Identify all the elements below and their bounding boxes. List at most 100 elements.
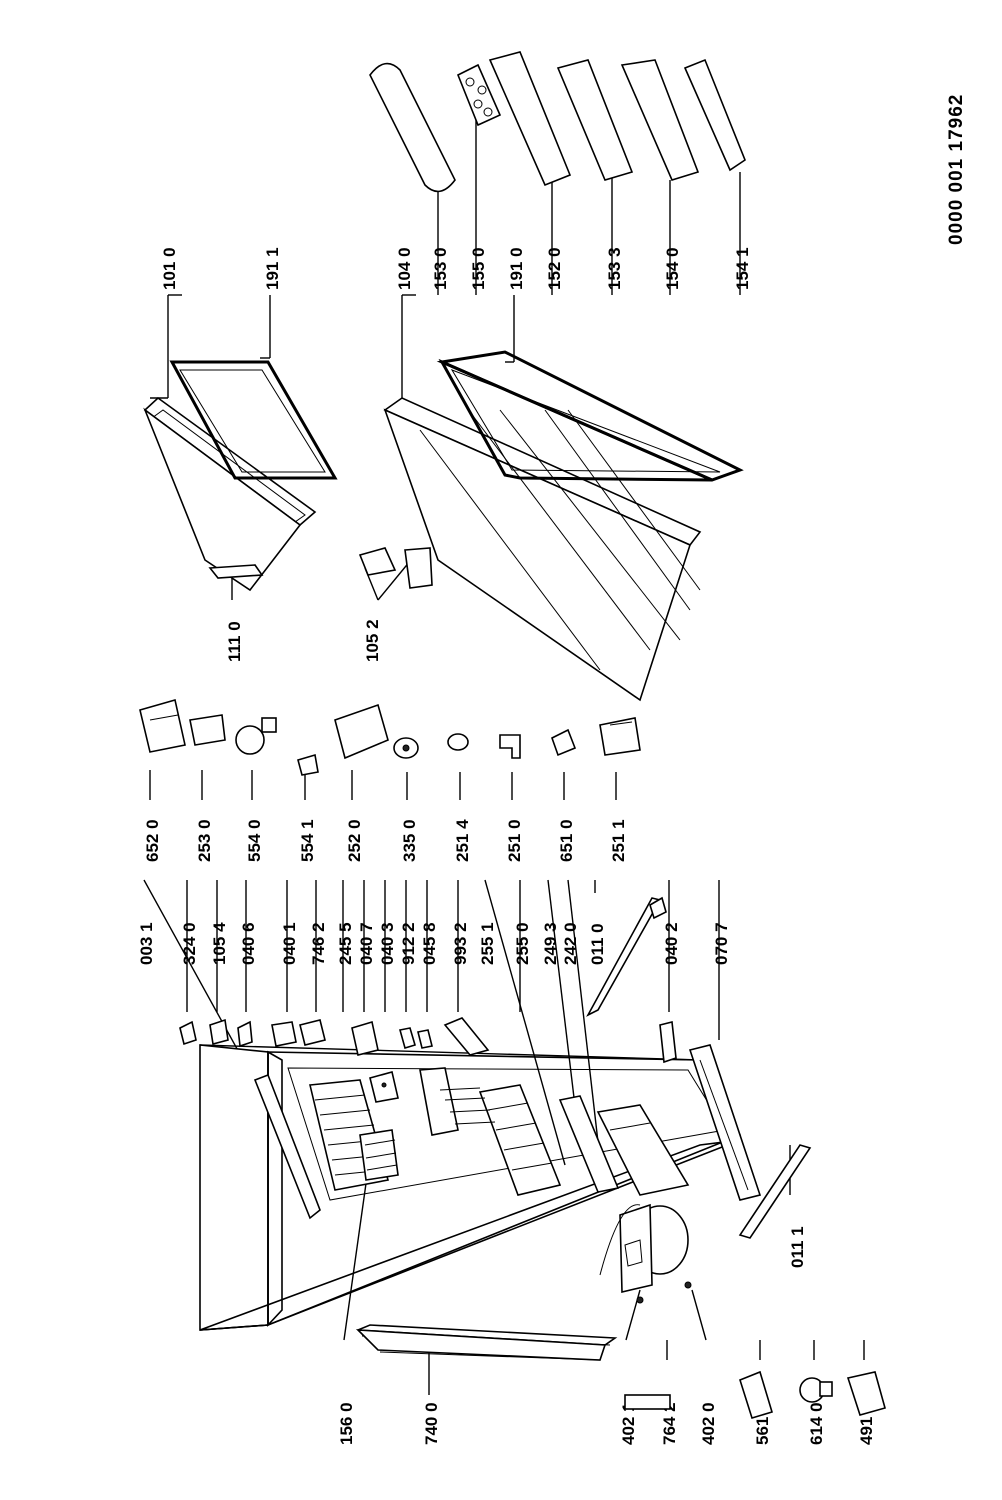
- screw-912-2: [398, 1027, 416, 1050]
- part-746-2: [299, 1019, 326, 1046]
- part-label: 253 0: [195, 819, 214, 862]
- part-label: 153 3: [605, 247, 624, 290]
- part-label: 104 0: [395, 247, 414, 290]
- part-label: 040 3: [378, 922, 397, 965]
- door-bins: [369, 51, 746, 193]
- freezer-flap-003-1: [253, 1073, 321, 1220]
- part-label: 249 3: [541, 922, 560, 965]
- bolt-045-8: [417, 1029, 433, 1049]
- bar-070-7: [688, 1044, 762, 1201]
- part-label: 040 7: [357, 922, 376, 965]
- part-label: 912 2: [399, 922, 418, 965]
- hinge-105-2: [358, 547, 433, 589]
- part-label: 335 0: [400, 819, 419, 862]
- bin-152-0: [488, 51, 572, 187]
- part-label: 152 0: [545, 247, 564, 290]
- part-label: 045 8: [420, 922, 439, 965]
- part-label: 242 0: [561, 922, 580, 965]
- shelf-249-3: [558, 1095, 620, 1193]
- part-label: 651 0: [557, 819, 576, 862]
- part-label: 191 0: [507, 247, 526, 290]
- part-label: 105 4: [210, 922, 229, 965]
- box-251-1: [599, 717, 641, 756]
- part-label: 764 2: [660, 1402, 679, 1445]
- cover-402-1: [619, 1203, 653, 1294]
- part-label: 324 0: [180, 922, 199, 965]
- knob-253-0: [189, 714, 226, 746]
- part-label: 154 0: [663, 247, 682, 290]
- housing-252-0: [334, 703, 389, 760]
- crisper-242-0: [596, 1104, 690, 1196]
- part-label: 156 0: [337, 1402, 356, 1445]
- bin-153-3: [556, 59, 634, 181]
- part-label: 105 2: [363, 619, 382, 662]
- freezer-door-inner: [143, 396, 317, 592]
- compressor: [599, 1203, 692, 1304]
- part-label: 746 2: [309, 922, 328, 965]
- part-label: 153 0: [431, 247, 450, 290]
- condenser-740-0: [355, 1324, 618, 1361]
- freezer-door-gasket: [169, 360, 338, 480]
- wall-details: [419, 1067, 496, 1136]
- ring-251-4: [447, 733, 469, 751]
- part-label: 740 0: [422, 1402, 441, 1445]
- cabinet-small-parts: [179, 1017, 490, 1056]
- leader-lines: [143, 112, 865, 1395]
- part-label: 255 1: [478, 922, 497, 965]
- lamp-651-0: [551, 728, 577, 757]
- part-label: 993 2: [451, 922, 470, 965]
- part-label: 040 2: [662, 922, 681, 965]
- part-105-4: [209, 1018, 229, 1046]
- rail-011-1: [738, 1144, 812, 1239]
- part-label: 652 0: [143, 819, 162, 862]
- cover-491-0: [846, 1371, 886, 1416]
- part-label: 040 6: [239, 922, 258, 965]
- hinge-111-0: [208, 564, 264, 579]
- part-label: 251 4: [453, 819, 472, 862]
- part-label: 255 0: [513, 922, 532, 965]
- drawing-code: 0000 001 17962: [946, 94, 967, 245]
- egg-tray-155-0: [456, 63, 502, 127]
- part-label: 040 1: [280, 922, 299, 965]
- part-labels: 101 0 191 1 104 0 153 0 155 0 191 0 152 …: [137, 247, 876, 1445]
- part-040-6: [237, 1020, 253, 1048]
- part-label: 101 0: [160, 247, 179, 290]
- fridge-door-gasket: [436, 350, 744, 482]
- part-label: 554 1: [298, 819, 317, 862]
- part-label: 011 0: [588, 923, 607, 965]
- small-parts: [139, 698, 641, 776]
- part-label: 070 7: [712, 922, 731, 965]
- part-label: 003 1: [137, 922, 156, 965]
- part-label: 251 1: [609, 819, 628, 862]
- clip-554-1: [297, 753, 319, 776]
- part-label: 402 0: [699, 1402, 718, 1445]
- part-324-0: [179, 1020, 197, 1046]
- bin-153-0: [369, 62, 456, 193]
- part-label: 614 0: [807, 1402, 826, 1445]
- washer-335-0: [393, 737, 419, 759]
- glass-shelf-255-0: [478, 1084, 562, 1196]
- part-040-7: [351, 1020, 379, 1056]
- cabinet-body: [199, 1044, 742, 1331]
- rails: [586, 896, 812, 1239]
- relay-561-7: [739, 1370, 773, 1419]
- bin-154-1: [683, 58, 746, 172]
- grid-156-0: [359, 1129, 399, 1181]
- bottom-parts: [624, 1370, 886, 1419]
- part-label: 191 1: [263, 247, 282, 290]
- part-040-2: [659, 1021, 677, 1064]
- part-label: 554 0: [245, 819, 264, 862]
- part-label: 011 1: [788, 1226, 807, 1268]
- part-label: 251 0: [505, 819, 524, 862]
- part-label: 252 0: [345, 819, 364, 862]
- bin-154-0: [620, 59, 700, 181]
- bracket-251-0: [499, 734, 521, 759]
- part-label: 155 0: [469, 247, 488, 290]
- fridge-door-inner: [383, 397, 702, 702]
- sensor-993-2: [443, 1017, 490, 1056]
- part-label: 154 1: [733, 247, 752, 290]
- part-label: 402 1: [619, 1402, 638, 1445]
- lamp-cover-554-0: [235, 717, 277, 755]
- part-label: 111 0: [225, 621, 244, 662]
